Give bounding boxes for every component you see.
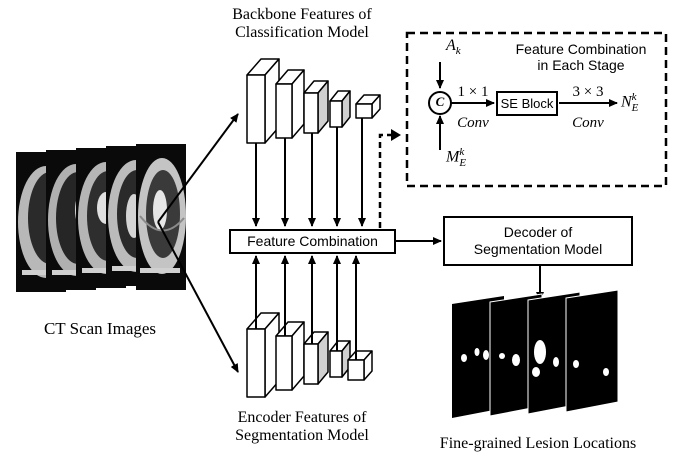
input-a-subscript: k [455, 45, 461, 58]
backbone-feature-blocks [246, 58, 381, 144]
backbone-block-1 [246, 58, 280, 144]
concat-label: C [435, 94, 445, 109]
se-block-label: SE Block [500, 95, 554, 111]
lesion-label: Fine-grained Lesion Locations [439, 435, 637, 452]
dashed-connector-arrowhead [391, 129, 401, 141]
input-m-symbol: M [446, 148, 460, 166]
encoder-block-5 [347, 350, 373, 381]
lesion-output-stack [452, 289, 619, 418]
lesion-slice [565, 289, 619, 413]
inset-title: Feature Combination in Each Stage [498, 41, 664, 73]
conv3-size-label: 3 × 3 [572, 84, 604, 100]
ct-scan-label: CT Scan Images [43, 319, 157, 338]
inset-title-line2: in Each Stage [537, 57, 625, 74]
encoder-block-3 [303, 331, 329, 385]
arrow-ct-to-encoder [157, 221, 239, 373]
backbone-label: Backbone Features of Classification Mode… [212, 6, 392, 43]
backbone-label-line2: Classification Model [235, 24, 369, 42]
encoder-block-4 [329, 340, 351, 378]
conv1-size-label: 1 × 1 [457, 84, 489, 100]
backbone-block-2 [275, 69, 305, 139]
backbone-block-3 [303, 80, 329, 134]
input-m-subscript: E [459, 157, 467, 169]
encoder-label-line1: Encoder Features of [237, 409, 367, 426]
encoder-label-line2: Segmentation Model [235, 427, 369, 445]
decoder-label-line2: Segmentation Model [473, 241, 603, 257]
decoder-box: Decoder of Segmentation Model [443, 216, 633, 266]
ct-scan-stack [16, 144, 186, 292]
conv3-label: Conv [572, 115, 604, 131]
inset-box [405, 31, 668, 188]
output-n-superscript: k [631, 91, 637, 103]
arrow-ct-to-backbone [157, 113, 239, 223]
feature-combination-label: Feature Combination [247, 233, 378, 250]
encoder-feature-blocks [246, 312, 373, 398]
encoder-block-1 [246, 312, 280, 398]
input-m-superscript: k [459, 146, 465, 158]
encoder-label: Encoder Features of Segmentation Model [212, 409, 392, 446]
encoder-to-combination-arrows [252, 255, 360, 360]
output-n-symbol: N [621, 93, 632, 111]
decoder-label-line1: Decoder of [503, 224, 573, 241]
backbone-label-line1: Backbone Features of [232, 6, 372, 23]
lesion-spots [461, 340, 609, 377]
output-n-subscript: E [631, 102, 639, 114]
feature-combination-box: Feature Combination [229, 229, 396, 254]
conv1-label: Conv [457, 115, 489, 131]
inset-title-line1: Feature Combination [515, 41, 647, 57]
input-a-label: Ak [446, 37, 461, 58]
encoder-block-2 [275, 321, 305, 391]
backbone-to-combination-arrows [252, 118, 366, 227]
dashed-connector [378, 133, 391, 228]
backbone-block-5 [355, 94, 381, 119]
se-block-box: SE Block [496, 91, 558, 116]
backbone-block-4 [329, 90, 351, 128]
input-a-symbol: A [446, 37, 456, 54]
